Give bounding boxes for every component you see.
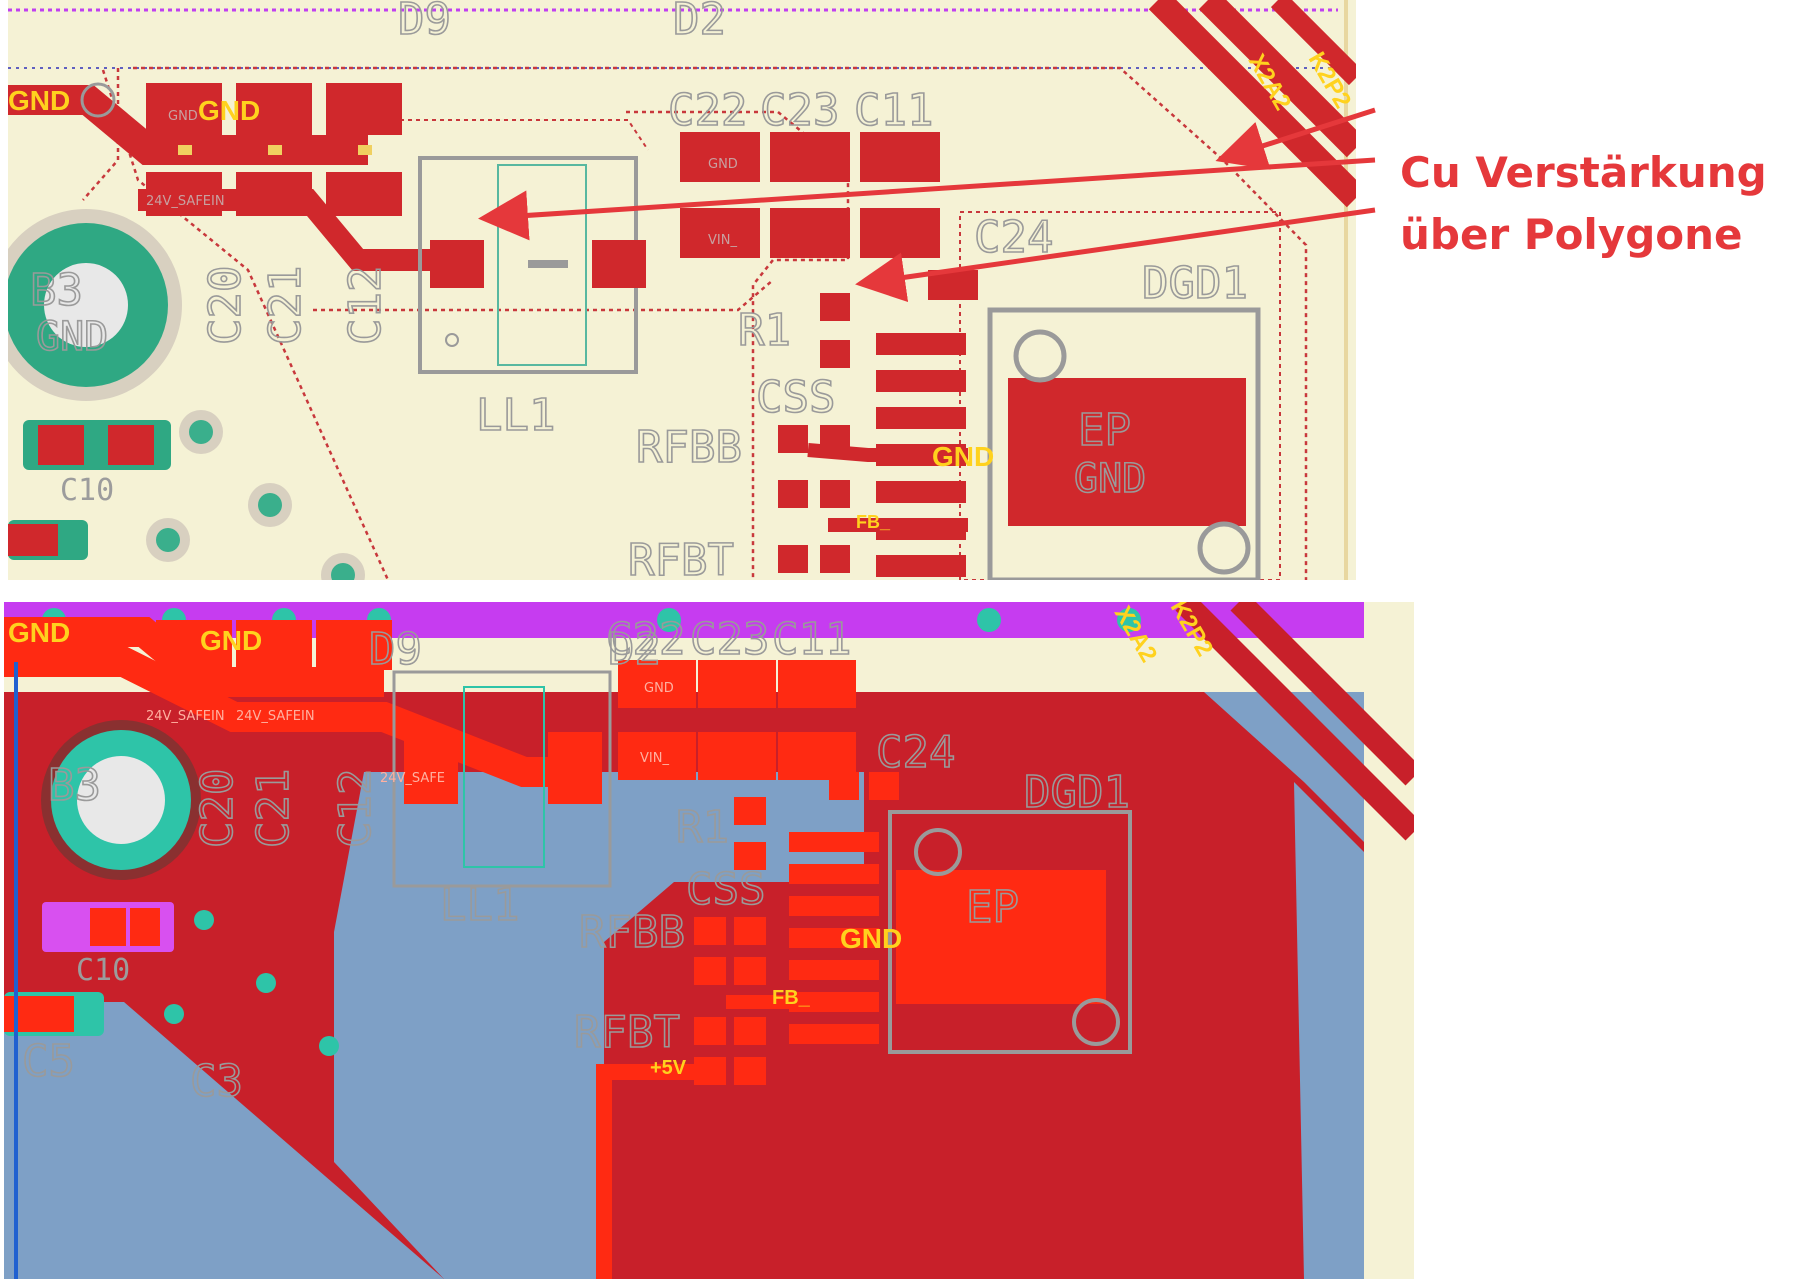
pad-vin-c22: VIN_ xyxy=(708,233,737,248)
net-gnd-caps: GND xyxy=(198,95,260,126)
silk-b-dgd1: DGD1 xyxy=(1024,767,1130,818)
silk-rfbb: RFBB xyxy=(636,422,742,473)
net-b-gnd-ic: GND xyxy=(840,923,902,954)
silk-b-rfbb: RFBB xyxy=(579,907,685,958)
net-fb: FB_ xyxy=(856,512,891,532)
silk-d9: D9 xyxy=(398,0,451,45)
silk-c20: C20 xyxy=(200,266,251,345)
silk-c23: C23 xyxy=(760,85,839,136)
silk-d2: D2 xyxy=(673,0,726,45)
silk-b-c12: C12 xyxy=(330,769,381,848)
silk-b-c11: C11 xyxy=(772,614,851,665)
silk-c12: C12 xyxy=(340,266,391,345)
silk-b-c21: C21 xyxy=(248,769,299,848)
silk-b-c5: C5 xyxy=(22,1036,75,1087)
net-gnd-left: GND xyxy=(8,85,70,116)
silk-b-rfbt: RFBT xyxy=(574,1007,680,1058)
pad-b-24v-safe: 24V_SAFE xyxy=(380,771,445,786)
pad-gnd-c22: GND xyxy=(708,157,738,172)
silk-b-d9: D9 xyxy=(369,624,422,675)
pad-b-vin-c22: VIN_ xyxy=(640,751,669,766)
pad-gnd-c20: GND xyxy=(168,109,198,124)
silk-b-c22: C22 xyxy=(606,614,685,665)
silk-c22: C22 xyxy=(668,85,747,136)
silk-rfbt: RFBT xyxy=(628,535,734,580)
silk-b-d2: D2 xyxy=(608,624,661,675)
silk-r1: R1 xyxy=(738,305,791,356)
annotation-line-1: Cu Verstärkung xyxy=(1400,148,1767,197)
net-b-fb: FB_ xyxy=(772,987,811,1009)
silk-b-b3: B3 xyxy=(48,760,101,811)
silk-b-ep: EP xyxy=(966,882,1019,933)
pad-24v-safein: 24V_SAFEIN xyxy=(146,194,225,209)
silk-b-c24: C24 xyxy=(876,727,955,778)
pad-b-24v-2: 24V_SAFEIN xyxy=(236,709,315,724)
silk-ep: EP xyxy=(1078,405,1131,456)
net-b-gnd-left: GND xyxy=(8,617,70,648)
pad-b-gnd-c22: GND xyxy=(644,681,674,696)
net-b-5v: +5V xyxy=(650,1057,687,1079)
silk-b-r1: R1 xyxy=(676,802,729,853)
silk-c10: C10 xyxy=(60,473,114,508)
mounting-hole-b3 xyxy=(8,209,182,401)
pad-b-24v-1: 24V_SAFEIN xyxy=(146,709,225,724)
net-gnd-ic: GND xyxy=(932,441,994,472)
silk-dgd1: DGD1 xyxy=(1142,258,1248,309)
annotation-callout: Cu Verstärkung über Polygone xyxy=(1400,142,1780,266)
silk-b-css: CSS xyxy=(686,864,765,915)
silk-b-c20: C20 xyxy=(192,769,243,848)
silk-b-c3: C3 xyxy=(190,1056,243,1107)
silk-c21: C21 xyxy=(260,266,311,345)
pcb-view-bottom[interactable]: D9 D2 C22 C23 C11 C24 DGD1 R1 CSS RFBB R… xyxy=(4,602,1414,1279)
net-b-gnd-caps: GND xyxy=(200,625,262,656)
silk-ll1: LL1 xyxy=(476,390,555,441)
silk-b3-gnd: GND xyxy=(36,314,108,360)
silk-b-ll1: LL1 xyxy=(440,880,519,931)
silk-c24: C24 xyxy=(974,212,1053,263)
pcb-view-top[interactable]: D9 D2 C22 C23 C11 C24 DGD1 R1 CSS RFBB R… xyxy=(8,0,1356,580)
silk-b-c23: C23 xyxy=(690,614,769,665)
silk-b-c10: C10 xyxy=(76,953,130,988)
annotation-line-2: über Polygone xyxy=(1400,210,1743,259)
silk-b3: B3 xyxy=(30,265,83,316)
cap-pads-top-left xyxy=(146,83,402,216)
ic-dgd1 xyxy=(876,270,1261,580)
silk-css: CSS xyxy=(756,372,835,423)
silk-ep-gnd: GND xyxy=(1074,456,1146,502)
inductor-ll1 xyxy=(418,156,646,374)
silk-c11: C11 xyxy=(854,85,933,136)
